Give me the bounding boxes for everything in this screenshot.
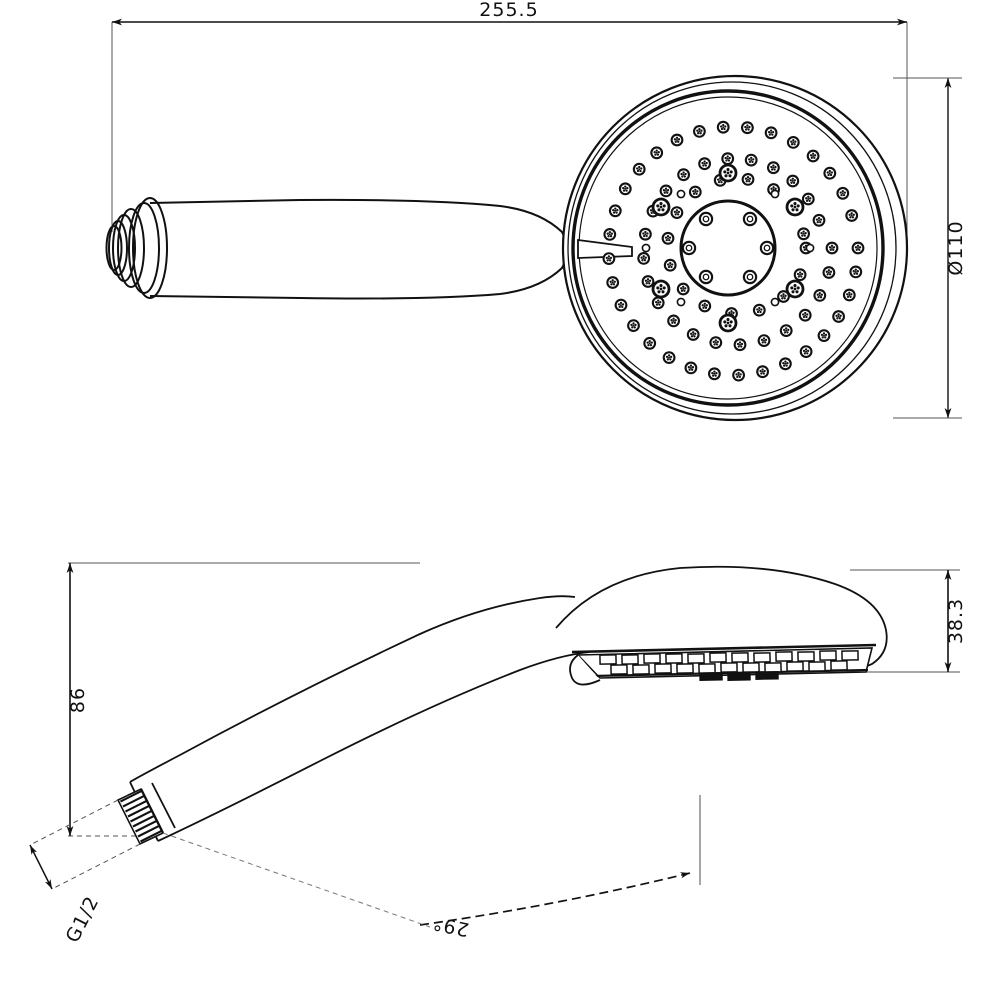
extension-lines-overall-height — [68, 562, 420, 837]
threaded-inlet — [116, 782, 176, 846]
dimension-handle-angle: 29° — [162, 795, 701, 940]
dimension-extension-lines-length — [111, 22, 908, 250]
extension-lines-head-diameter — [893, 77, 962, 419]
dimension-thread-size: G1/2 — [29, 799, 141, 946]
dimension-label-thread-size: G1/2 — [62, 892, 104, 946]
spray-face-side-strip — [569, 643, 877, 686]
handle-profile-bottom — [157, 651, 591, 842]
top-view-group — [105, 18, 962, 422]
dimension-label-head-thickness: 38.3 — [945, 598, 967, 644]
dimension-label-overall-length: 255.5 — [479, 0, 538, 21]
side-view-group: 86 38.3 — [29, 562, 967, 946]
handle-outline-top-lower — [149, 259, 567, 300]
handle-profile-top — [129, 595, 576, 783]
face-indicator-slot — [577, 238, 633, 259]
head-profile-top — [555, 565, 888, 671]
inlet-connector-nut — [105, 197, 168, 299]
dimension-label-head-diameter: Ø110 — [945, 220, 967, 275]
head-outer-shell-inner — [567, 81, 897, 415]
dimension-label-handle-angle: 29° — [431, 911, 471, 940]
handle-outline-top — [149, 198, 567, 241]
extension-lines-head-thickness — [850, 569, 960, 673]
dimension-label-overall-height: 86 — [67, 687, 89, 713]
